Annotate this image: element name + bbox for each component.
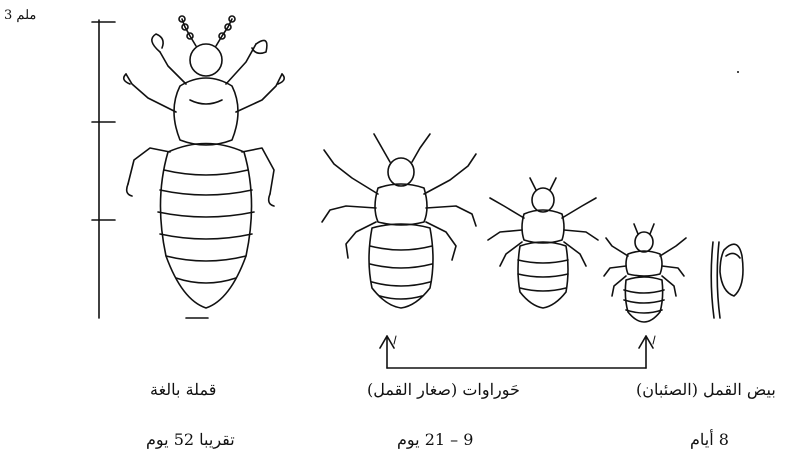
stray-dot [737, 71, 739, 73]
adult-stage-label: قملة بالغة [150, 380, 216, 399]
adult-louse-drawing [124, 16, 285, 308]
nymph-large-drawing [322, 134, 476, 308]
nymph-small-drawing [604, 224, 686, 322]
egg-drawing [711, 242, 743, 318]
nymph-medium-drawing [488, 178, 598, 308]
egg-stage-label: بيض القمل (الصئبان) [636, 380, 776, 399]
nymph-duration-label: 9 – 21 يوم [397, 430, 473, 449]
egg-duration-label: 8 أيام [690, 430, 729, 449]
nymph-stage-label: حَوراوات (صغار القمل) [367, 380, 520, 399]
nymph-range-bracket [380, 336, 655, 368]
adult-duration-label: تقريبا 52 يوم [146, 430, 235, 449]
